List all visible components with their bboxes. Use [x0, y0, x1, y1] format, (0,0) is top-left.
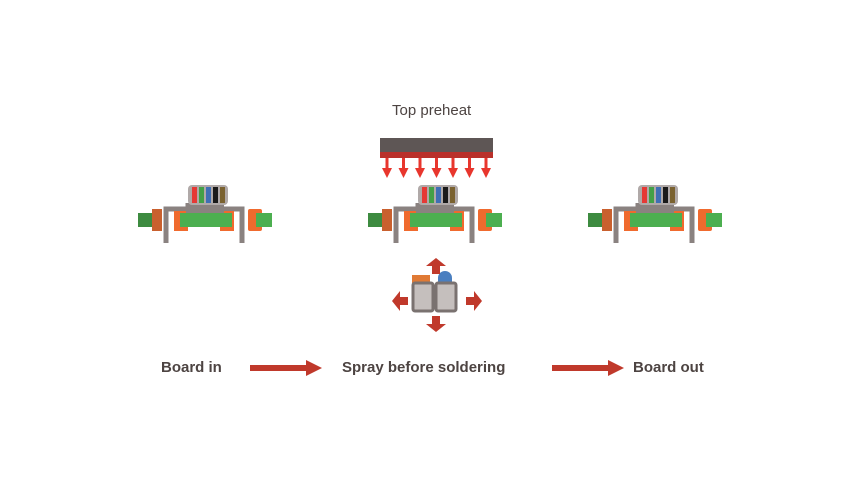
- heat-arrow-shaft: [468, 158, 471, 170]
- heat-arrow-shaft: [435, 158, 438, 170]
- heat-arrow-icon: [448, 168, 458, 178]
- heat-arrow-icon: [481, 168, 491, 178]
- flow-arrow-2-icon: [552, 360, 624, 376]
- flow-arrow-1-icon: [250, 360, 322, 376]
- heat-arrow-icon: [431, 168, 442, 178]
- arrow-right-icon: [466, 291, 482, 311]
- board-out-illustration: [588, 185, 722, 243]
- arrow-down-icon: [426, 316, 446, 332]
- step-board-out: Board out: [633, 359, 704, 376]
- preheat-heater-icon: [380, 138, 493, 178]
- heat-arrow-shaft: [385, 158, 389, 170]
- board-in-illustration: [138, 185, 272, 243]
- heat-arrow-icon: [464, 168, 475, 178]
- board-spray-illustration: [368, 185, 502, 243]
- spray-nozzle-icon: [392, 258, 482, 332]
- heat-arrow-icon: [382, 168, 392, 178]
- heat-arrow-shaft: [402, 158, 405, 170]
- heat-arrow-icon: [398, 168, 409, 178]
- heat-arrow-shaft: [418, 158, 422, 170]
- step-spray-before-soldering: Spray before soldering: [342, 359, 506, 376]
- heat-arrow-shaft: [451, 158, 455, 170]
- step-board-in: Board in: [161, 359, 222, 376]
- top-preheat-label: Top preheat: [392, 102, 472, 119]
- heat-arrow-icon: [415, 168, 425, 178]
- heat-arrow-shaft: [484, 158, 488, 170]
- arrow-left-icon: [392, 291, 408, 311]
- arrow-up-icon: [426, 258, 446, 274]
